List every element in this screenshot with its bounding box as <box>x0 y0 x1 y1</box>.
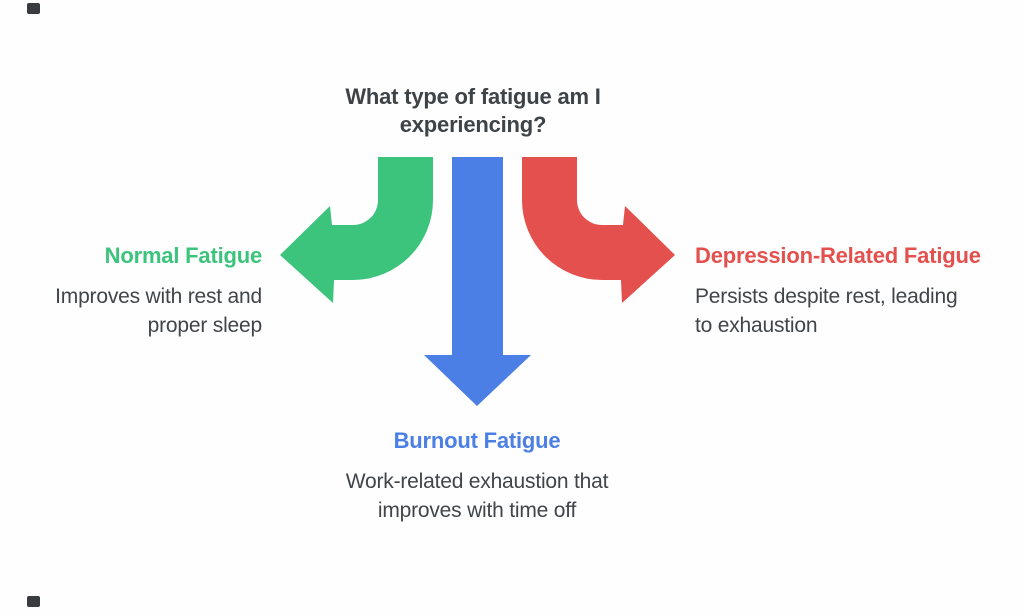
normal-fatigue-description-line-1: Improves with rest and <box>55 285 262 308</box>
depression-related-fatigue-description-line-1: Persists despite rest, leading <box>695 285 958 308</box>
normal-fatigue-label: Normal Fatigue <box>104 243 263 268</box>
burnout-fatigue-description-line-2: improves with time off <box>377 498 577 522</box>
normal-fatigue-description: Improves with rest and proper sleep <box>12 283 262 340</box>
depression-related-fatigue-description: Persists despite rest, leading to exhaus… <box>695 283 1020 340</box>
diagram-title: What type of fatigue am I experiencing? <box>253 83 693 139</box>
artifact-mark-top-left <box>27 3 40 14</box>
curved-down-right-arrow-icon <box>522 157 675 303</box>
diagram-title-line-1: What type of fatigue am I <box>345 84 601 109</box>
burnout-fatigue-description-line-1: Work-related exhaustion that <box>345 470 609 493</box>
artifact-mark-bottom-left <box>27 596 40 607</box>
depression-related-fatigue-description-line-2: to exhaustion <box>695 313 818 337</box>
burnout-fatigue-label: Burnout Fatigue <box>393 428 561 453</box>
depression-related-fatigue-label: Depression-Related Fatigue <box>695 243 981 268</box>
normal-fatigue-description-line-2: proper sleep <box>147 313 263 337</box>
diagram-title-line-2: experiencing? <box>399 112 547 137</box>
burnout-fatigue-description: Work-related exhaustion that improves wi… <box>297 468 657 525</box>
curved-down-left-arrow-icon <box>280 157 433 303</box>
straight-down-arrow-icon <box>424 157 531 406</box>
